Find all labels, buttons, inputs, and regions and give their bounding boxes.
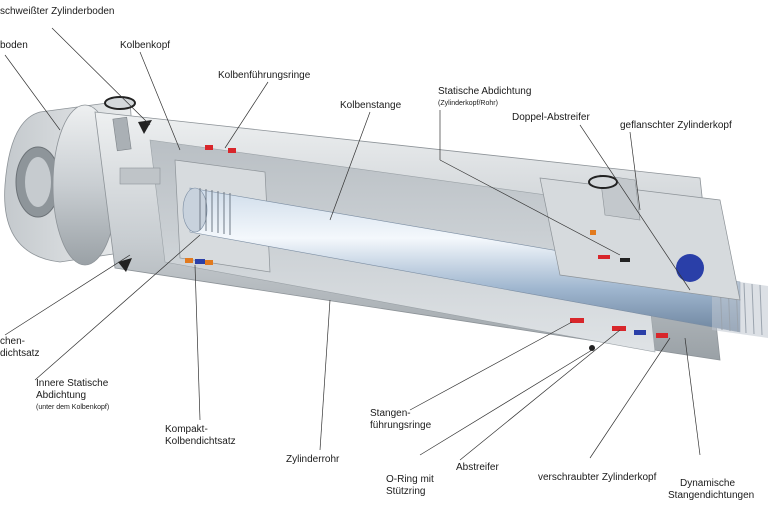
label-statische-abdichtung-sub: (Zylinderkopf/Rohr) (438, 100, 498, 107)
label-zylinderrohr: Zylinderrohr (286, 454, 340, 465)
label-kolbenkopf: Kolbenkopf (120, 40, 171, 51)
label-abstreifer: Abstreifer (456, 462, 499, 473)
label-innere-statische-line1: Innere Statische (36, 378, 109, 389)
label-kolbenstange: Kolbenstange (340, 100, 402, 111)
label-geschweisster-zylinderboden: schweißter Zylinderboden (0, 6, 115, 17)
leader-lines (4, 27, 701, 461)
label-chen-line1: chen- (0, 336, 26, 347)
label-boden: boden (0, 40, 28, 51)
label-oring-line1: O-Ring mit (386, 474, 434, 485)
label-verschraubter-zylinderkopf: verschraubter Zylinderkopf (538, 472, 657, 483)
label-doppel-abstreifer: Doppel-Abstreifer (512, 112, 590, 123)
label-kolbenfuehrungsringe: Kolbenführungsringe (218, 70, 311, 81)
label-dynamische-line2: Stangendichtungen (668, 490, 755, 501)
label-chen-line2: dichtsatz (0, 348, 40, 359)
label-geflanschter-zylinderkopf: geflanschter Zylinderkopf (620, 120, 732, 131)
label-stangen-line1: Stangen- (370, 408, 411, 419)
label-kompakt-line1: Kompakt- (165, 424, 208, 435)
label-innere-statische-sub: (unter dem Kolbenkopf) (36, 404, 110, 411)
label-innere-statische-line2: Abdichtung (36, 390, 87, 401)
label-stangen-line2: führungsringe (370, 420, 432, 431)
label-oring-line2: Stützring (386, 486, 426, 497)
label-dynamische-line1: Dynamische (680, 478, 736, 489)
cylinder-head (539, 174, 741, 351)
label-statische-abdichtung: Statische Abdichtung (438, 86, 532, 97)
label-kompakt-line2: Kolbendichtsatz (165, 436, 236, 447)
